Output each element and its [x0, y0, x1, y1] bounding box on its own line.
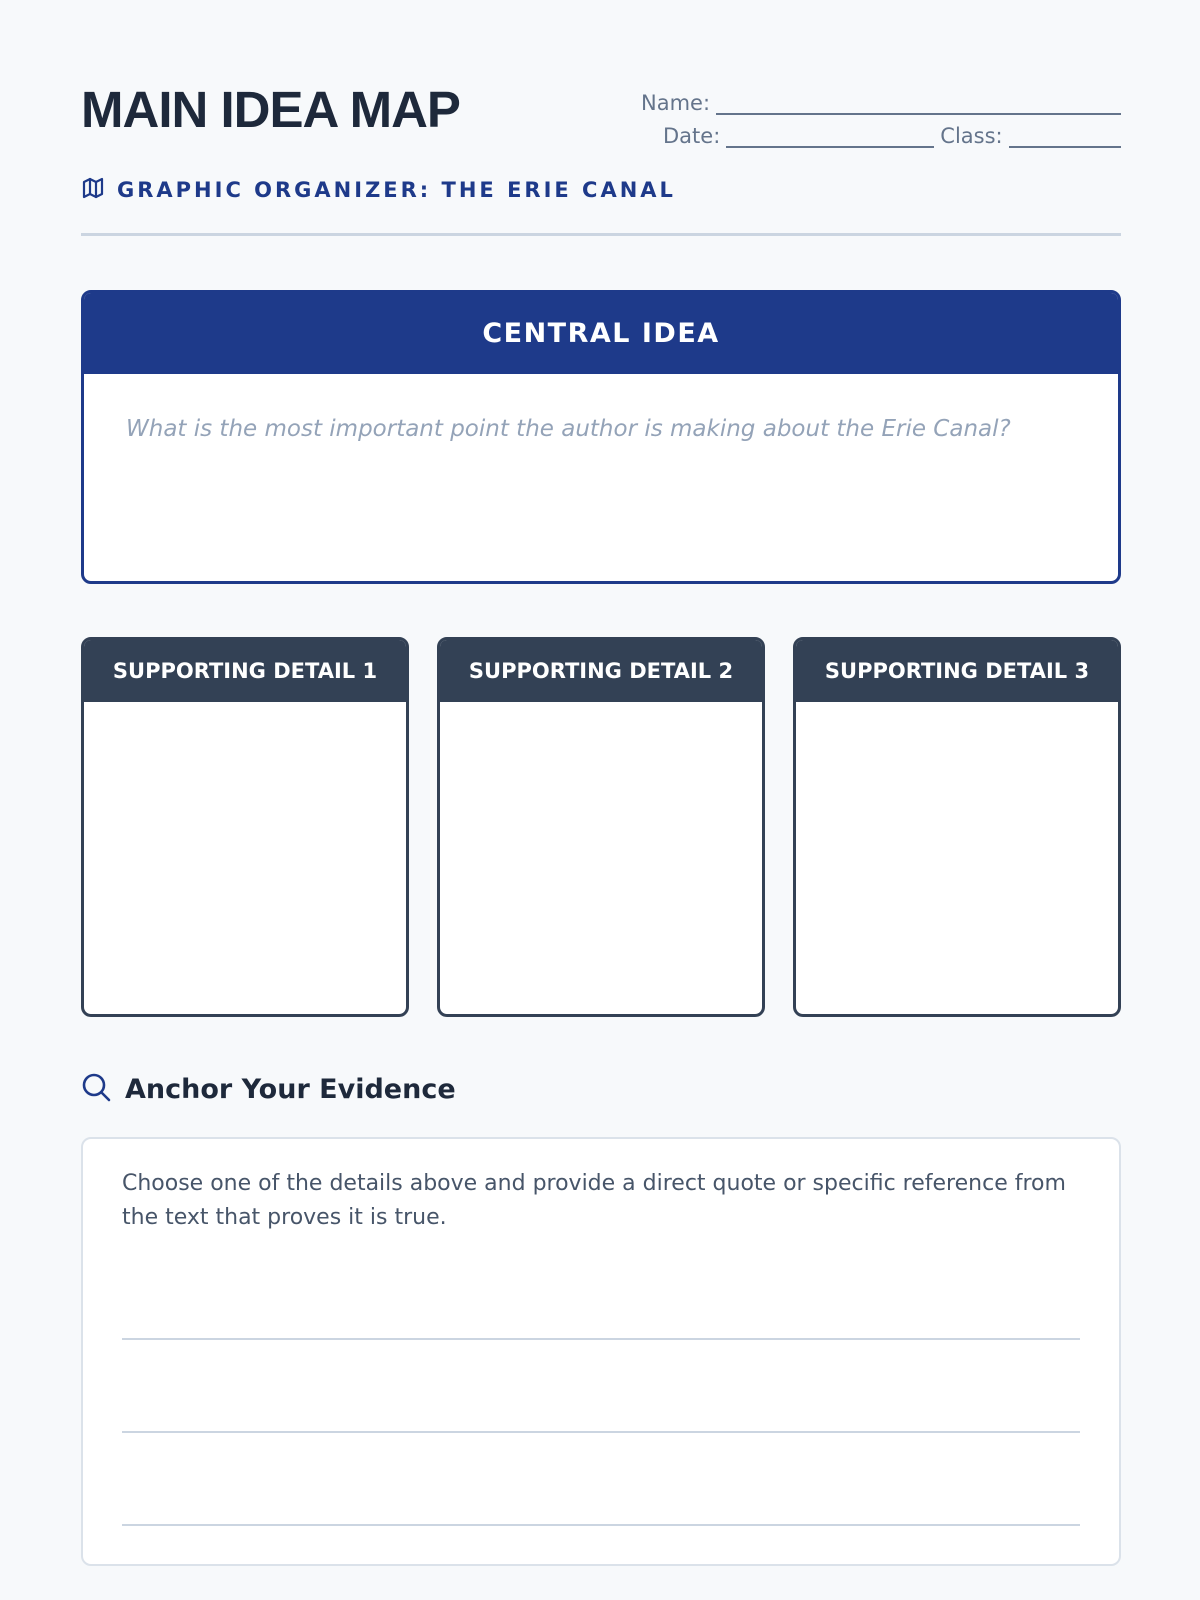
supporting-detail-1: SUPPORTING DETAIL 1 — [81, 637, 409, 1017]
header-divider — [81, 233, 1121, 236]
name-row: Name: — [641, 82, 1121, 115]
writing-line-2[interactable] — [122, 1431, 1080, 1433]
supporting-detail-2-input[interactable] — [440, 702, 762, 1014]
central-idea-input[interactable]: What is the most important point the aut… — [126, 416, 1011, 442]
student-info: Name: Date: Class: — [641, 82, 1121, 148]
supporting-detail-1-heading: SUPPORTING DETAIL 1 — [112, 659, 378, 683]
supporting-detail-2-heading: SUPPORTING DETAIL 2 — [468, 659, 734, 683]
date-label: Date: — [663, 124, 721, 148]
supporting-detail-2: SUPPORTING DETAIL 2 — [437, 637, 765, 1017]
supporting-detail-1-header: SUPPORTING DETAIL 1 — [84, 640, 406, 702]
name-label: Name: — [641, 91, 711, 115]
central-idea-header: CENTRAL IDEA — [84, 293, 1118, 374]
page-title: MAIN IDEA MAP — [81, 81, 461, 138]
map-icon — [81, 176, 105, 204]
supporting-detail-3-header: SUPPORTING DETAIL 3 — [796, 640, 1118, 702]
central-idea-box: CENTRAL IDEA What is the most important … — [81, 290, 1121, 584]
supporting-detail-1-input[interactable] — [84, 702, 406, 1014]
name-field[interactable] — [716, 95, 1121, 115]
class-field[interactable] — [1008, 128, 1121, 148]
date-class-row: Date: Class: — [641, 115, 1121, 148]
search-icon — [81, 1072, 111, 1106]
subtitle-text: GRAPHIC ORGANIZER: THE ERIE CANAL — [117, 178, 676, 202]
supporting-detail-3-input[interactable] — [796, 702, 1118, 1014]
supporting-details: SUPPORTING DETAIL 1 SUPPORTING DETAIL 2 … — [81, 637, 1121, 1017]
evidence-section-title: Anchor Your Evidence — [81, 1072, 456, 1106]
date-field[interactable] — [726, 128, 935, 148]
central-idea-heading: CENTRAL IDEA — [482, 318, 720, 349]
supporting-detail-3: SUPPORTING DETAIL 3 — [793, 637, 1121, 1017]
writing-line-1[interactable] — [122, 1338, 1080, 1340]
subtitle: GRAPHIC ORGANIZER: THE ERIE CANAL — [81, 176, 676, 204]
evidence-instructions: Choose one of the details above and prov… — [122, 1171, 1066, 1230]
evidence-heading: Anchor Your Evidence — [125, 1073, 456, 1105]
supporting-detail-2-header: SUPPORTING DETAIL 2 — [440, 640, 762, 702]
evidence-box: Choose one of the details above and prov… — [81, 1137, 1121, 1566]
writing-line-3[interactable] — [122, 1524, 1080, 1526]
supporting-detail-3-heading: SUPPORTING DETAIL 3 — [824, 659, 1090, 683]
class-label: Class: — [940, 124, 1003, 148]
